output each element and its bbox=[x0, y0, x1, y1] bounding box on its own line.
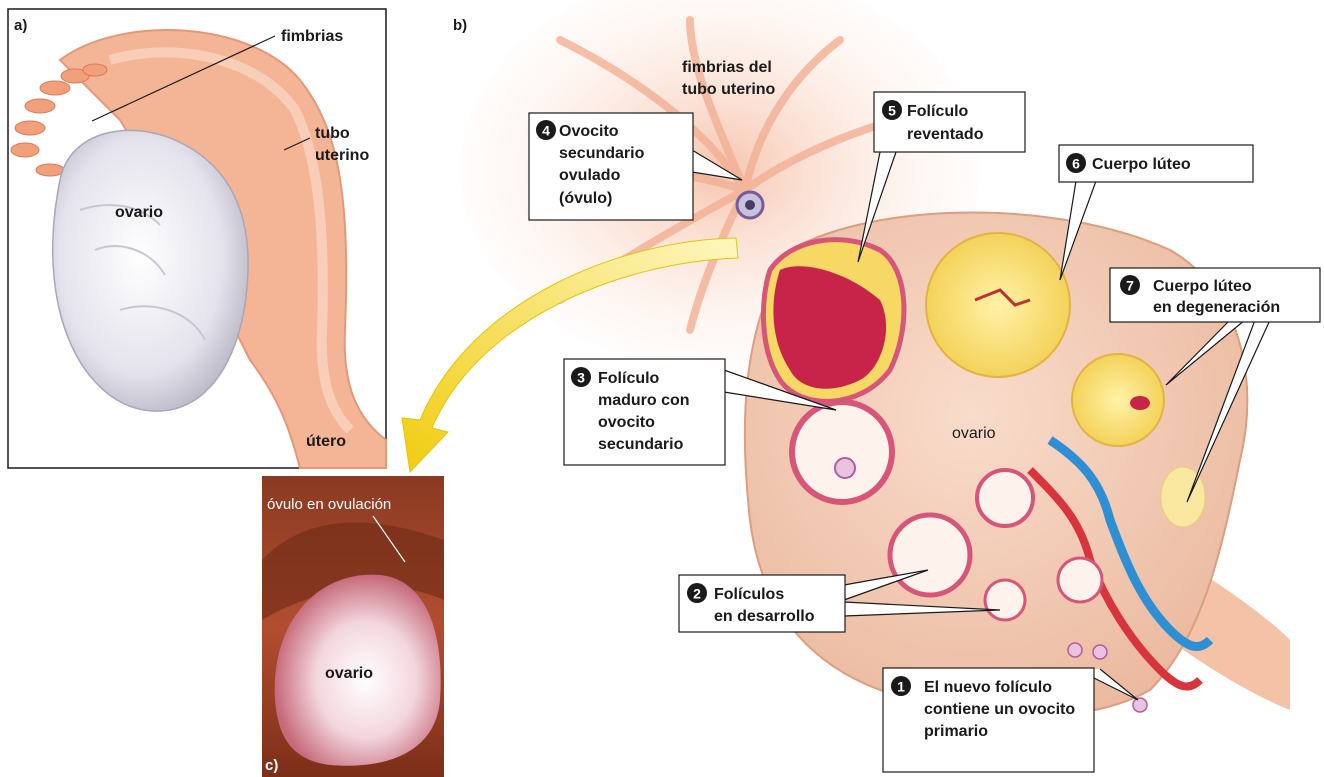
callout-3-line-4: secundario bbox=[598, 436, 684, 453]
label-ovario-a: ovario bbox=[115, 204, 163, 221]
panel-a: a) fimbrias tubo uterino ovario útero bbox=[8, 9, 386, 468]
callout-3-line-2: maduro con bbox=[598, 392, 690, 409]
label-ovario-b: ovario bbox=[952, 425, 996, 442]
callout-6-number: 6 bbox=[1072, 156, 1080, 172]
label-fimbrias-b-2: tubo uterino bbox=[682, 81, 776, 98]
developing-follicle-3 bbox=[1058, 558, 1102, 602]
label-uterino: uterino bbox=[315, 147, 369, 164]
callout-4-line-3: ovulado bbox=[559, 167, 621, 184]
panel-b-letter: b) bbox=[453, 17, 467, 34]
callout-1-line-3: primario bbox=[924, 723, 988, 740]
label-tubo: tubo bbox=[315, 125, 350, 142]
degenerating-luteum-1 bbox=[1072, 354, 1164, 446]
callout-7-line-1: Cuerpo lúteo bbox=[1153, 278, 1252, 295]
photo-caption: óvulo en ovulación bbox=[267, 496, 391, 513]
degenerating-luteum-core bbox=[1130, 396, 1150, 410]
panel-a-letter: a) bbox=[14, 17, 27, 34]
label-utero: útero bbox=[306, 433, 346, 450]
callout-4-line-1: Ovocito bbox=[559, 123, 619, 140]
callout-2-number: 2 bbox=[693, 586, 701, 602]
callout-4-number: 4 bbox=[542, 123, 550, 139]
callout-2-line-1: Folículos bbox=[714, 586, 784, 603]
corpus-luteum bbox=[926, 233, 1070, 377]
developing-follicle-4 bbox=[985, 580, 1025, 620]
callout-6-line-1: Cuerpo lúteo bbox=[1092, 156, 1191, 173]
panel-b: b) bbox=[402, 0, 1320, 772]
ovulated-oocyte-core bbox=[745, 200, 755, 210]
developing-follicle-1 bbox=[890, 515, 970, 595]
callout-2-line-2: en desarrollo bbox=[714, 608, 815, 625]
callout-5-line-2: reventado bbox=[907, 126, 984, 143]
photo-label-ovario: ovario bbox=[325, 665, 373, 682]
callout-1-line-1: El nuevo folículo bbox=[924, 679, 1052, 696]
callout-4-line-2: secundario bbox=[559, 145, 645, 162]
callout-5-box bbox=[874, 92, 1025, 152]
callout-5-line-1: Folículo bbox=[907, 103, 969, 120]
callout-7-line-2: en degeneración bbox=[1153, 299, 1280, 316]
callout-4-line-4: (óvulo) bbox=[559, 190, 612, 207]
callout-3-number: 3 bbox=[577, 370, 585, 386]
developing-follicle-2 bbox=[977, 470, 1033, 526]
callout-1-number: 1 bbox=[897, 679, 905, 695]
callout-3-line-1: Folículo bbox=[598, 370, 660, 387]
panel-c: óvulo en ovulación ovario c) bbox=[262, 476, 444, 777]
callout-3-line-3: ovocito bbox=[598, 414, 655, 431]
callout-1-line-2: contiene un ovocito bbox=[924, 701, 1075, 718]
mature-follicle-oocyte bbox=[835, 458, 855, 478]
callout-7-number: 7 bbox=[1126, 278, 1134, 294]
callout-5-number: 5 bbox=[888, 103, 896, 119]
panel-c-letter: c) bbox=[265, 757, 278, 774]
mature-follicle bbox=[792, 402, 892, 502]
label-fimbrias: fimbrias bbox=[281, 28, 343, 45]
label-fimbrias-b-1: fimbrias del bbox=[682, 59, 772, 76]
